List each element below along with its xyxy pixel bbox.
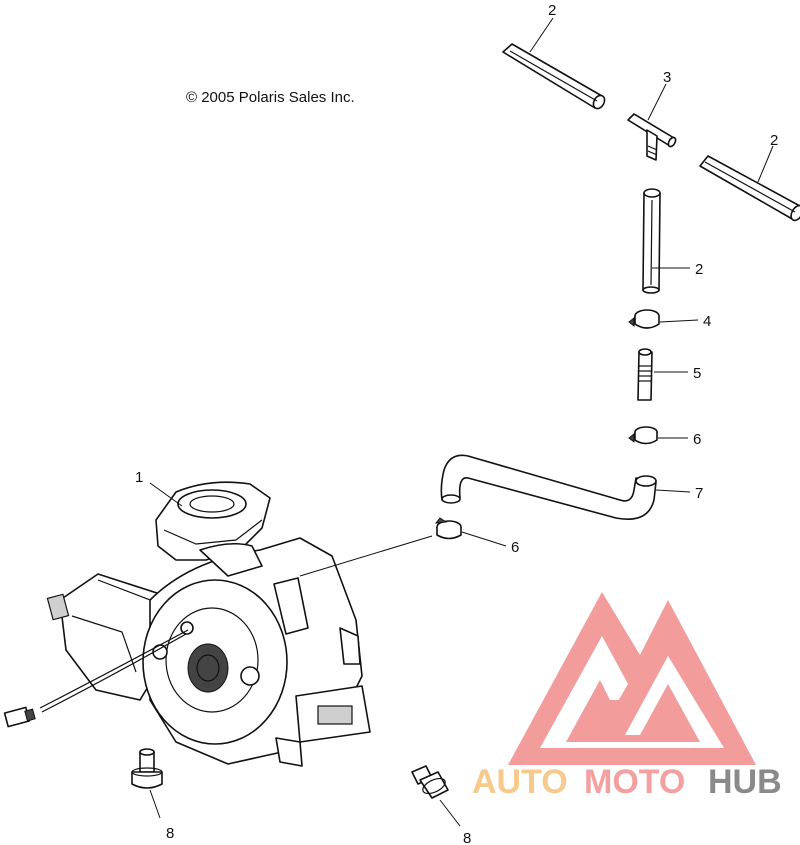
callout-1: 1 — [135, 469, 143, 486]
callout-7: 7 — [695, 485, 703, 502]
callout-4: 4 — [703, 313, 711, 330]
bolt-left-part — [131, 748, 163, 789]
leader-3 — [647, 83, 667, 121]
tee-fitting-part — [627, 113, 677, 161]
callout-5: 5 — [693, 365, 701, 382]
leader-6b-to-gearcase — [299, 535, 433, 577]
gearcase-assembly-part — [3, 481, 371, 767]
callout-2c: 2 — [695, 261, 703, 278]
clamp-middle-part — [628, 426, 658, 445]
callout-2b: 2 — [770, 132, 778, 149]
callout-6a: 6 — [693, 431, 701, 448]
bolt-right-part — [411, 765, 449, 799]
watermark-logo — [508, 592, 756, 765]
clamp-lower-part — [434, 517, 462, 540]
watermark-triangle-inner — [540, 636, 724, 748]
clamp-upper-part — [628, 309, 660, 329]
hose-upper-part — [502, 43, 606, 110]
callout-8b: 8 — [463, 830, 471, 845]
leader-2b — [757, 145, 774, 183]
watermark-text-auto: AUTO — [472, 763, 568, 801]
leader-8a — [149, 789, 161, 819]
leader-2a — [529, 17, 554, 53]
leader-6b — [461, 531, 507, 547]
watermark-text-moto: MOTO — [584, 763, 685, 801]
copyright-text: © 2005 Polaris Sales Inc. — [186, 89, 355, 106]
connector-part — [637, 348, 653, 401]
callout-2a: 2 — [548, 2, 556, 19]
leader-7 — [655, 489, 691, 493]
leader-1 — [149, 482, 183, 507]
callout-8a: 8 — [166, 825, 174, 842]
leader-4 — [659, 319, 699, 323]
leader-8b — [439, 799, 461, 827]
hose-right-part — [699, 155, 800, 222]
hose-vertical-part — [642, 188, 661, 294]
callout-6b: 6 — [511, 539, 519, 556]
bent-hose-part — [440, 454, 657, 520]
watermark-text-hub: HUB — [708, 763, 782, 801]
watermark-triangle-cut — [600, 700, 640, 735]
callout-3: 3 — [663, 69, 671, 86]
